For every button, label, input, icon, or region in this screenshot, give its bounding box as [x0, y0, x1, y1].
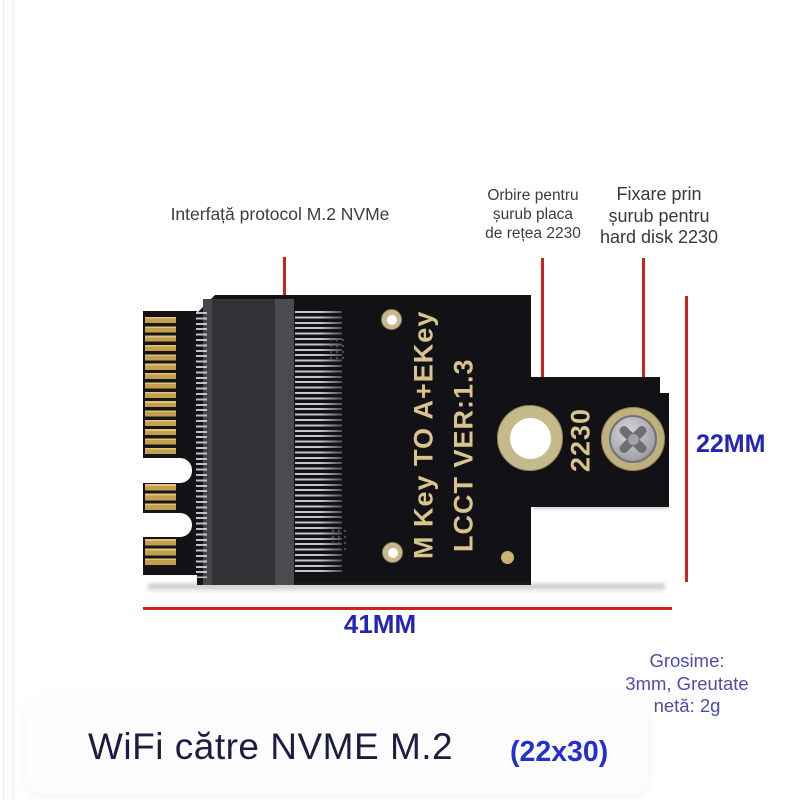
gold-fingers-top — [145, 317, 176, 457]
product-title: WiFi către NVME M.2 — [88, 726, 454, 767]
screw-fix-label-line: șurub pentru — [608, 205, 710, 226]
screw-fix-label: Fixare prin șurub pentru hard disk 2230 — [592, 184, 726, 249]
network-card-screw-hole — [497, 405, 563, 471]
title-card — [26, 697, 648, 795]
screw-fix-label-line: Fixare prin — [616, 184, 702, 204]
screw-hole-label-line: șurub placa — [492, 206, 574, 223]
hole-bore — [509, 417, 551, 459]
gold-pad-dot — [501, 551, 514, 564]
screw-cross-center — [627, 433, 639, 445]
connector-key-notch — [134, 458, 192, 483]
dimension-line-height — [685, 296, 688, 582]
m2-socket — [203, 299, 294, 585]
hole-bore — [386, 314, 397, 325]
spec-text: Grosime: 3mm, Greutate netă: 2g — [600, 650, 774, 718]
spec-line: 3mm, Greutate — [625, 672, 749, 694]
screw-hole-label-line: Orbire pentru — [487, 187, 579, 204]
dimension-line-width — [143, 607, 672, 610]
screw-hole-label: Orbire pentru șurub placa de rețea 2230 — [468, 186, 598, 243]
tab-shadow — [533, 506, 669, 511]
interface-protocol-label: Interfață protocol M.2 NVMe — [170, 204, 390, 224]
mounting-hole-small-top — [381, 309, 402, 330]
gold-fingers-bottom — [145, 539, 176, 567]
hole-bore — [387, 547, 398, 558]
silkscreen-size-label: 2230 — [565, 407, 596, 473]
solder-pins-left — [196, 312, 207, 578]
size-note: (22x30) — [510, 736, 609, 768]
screw-pad — [601, 407, 665, 471]
page-edge-line — [3, 0, 4, 800]
silkscreen-version-label: LCCT VER:1.3 — [448, 358, 479, 552]
pointer-line-screw-fix — [642, 258, 645, 411]
phillips-screw — [609, 415, 657, 463]
pointer-line-screw-hole — [541, 258, 544, 432]
dimension-width-label: 41MM — [343, 609, 417, 639]
dimension-height-label: 22MM — [696, 430, 766, 458]
screw-hole-label-line: de rețea 2230 — [485, 225, 581, 242]
spec-line: netă: 2g — [653, 695, 721, 716]
screw-fix-label-line: hard disk 2230 — [599, 227, 719, 247]
board-shadow — [148, 584, 665, 593]
page-edge-line — [12, 0, 14, 800]
mounting-hole-small-bottom — [382, 542, 403, 563]
gold-fingers-middle — [145, 484, 176, 513]
via-dots — [330, 528, 348, 550]
pointer-line-interface — [283, 257, 286, 315]
connector-key-notch — [134, 513, 192, 537]
via-dots — [328, 337, 348, 359]
silkscreen-key-label: M Key TO A+EKey — [408, 310, 439, 560]
spec-line: Grosime: — [649, 650, 725, 671]
